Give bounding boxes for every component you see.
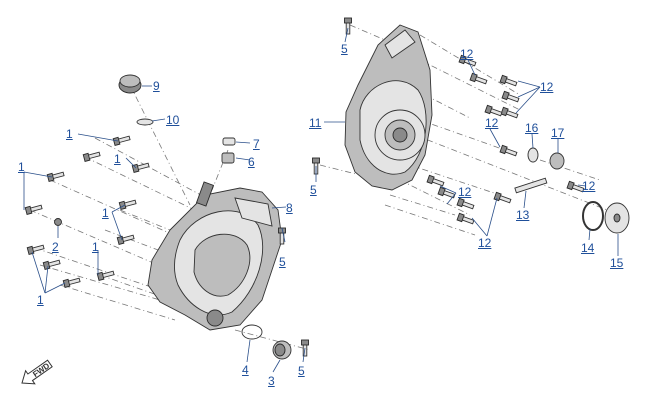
bolt: [26, 244, 45, 255]
callout-12[interactable]: 12: [540, 80, 554, 94]
oil-filler-cap: [118, 74, 142, 94]
callout-1[interactable]: 1: [37, 293, 44, 307]
callout-9[interactable]: 9: [153, 79, 160, 93]
callout-14[interactable]: 14: [581, 241, 595, 255]
callout-12[interactable]: 12: [478, 236, 492, 250]
dowel-pin-7: [222, 137, 236, 146]
callout-12[interactable]: 12: [458, 185, 472, 199]
callout-8[interactable]: 8: [286, 201, 293, 215]
callout-6[interactable]: 6: [248, 155, 255, 169]
ring-14: [582, 201, 604, 231]
bolt: [62, 277, 81, 288]
bolt: [344, 17, 352, 35]
bolt: [501, 90, 520, 103]
bolt: [112, 135, 131, 146]
callout-1[interactable]: 1: [114, 152, 121, 166]
bolt: [116, 234, 135, 245]
callout-5[interactable]: 5: [310, 183, 317, 197]
bolt: [426, 174, 445, 187]
bolt: [566, 180, 585, 193]
assembly-axes: [29, 24, 621, 351]
fwd-direction-arrow: FWD: [21, 359, 53, 385]
bolt: [499, 74, 518, 87]
bushing-6: [221, 152, 235, 164]
callout-1[interactable]: 1: [102, 206, 109, 220]
callout-12[interactable]: 12: [460, 47, 474, 61]
bolt: [469, 72, 488, 85]
bolt: [500, 106, 519, 119]
gasket-4: [241, 324, 263, 340]
callout-2[interactable]: 2: [52, 240, 59, 254]
callout-7[interactable]: 7: [253, 137, 260, 151]
callout-5[interactable]: 5: [298, 364, 305, 378]
callout-15[interactable]: 15: [610, 256, 624, 270]
plug-3: [272, 340, 292, 360]
callout-5[interactable]: 5: [279, 255, 286, 269]
bolt: [458, 54, 477, 67]
washer-2: [54, 218, 62, 226]
leader-lines: [23, 27, 619, 373]
stator-cover: [344, 24, 433, 191]
bolt: [437, 186, 456, 199]
bolt: [42, 259, 61, 270]
bolt: [499, 144, 518, 157]
callout-10[interactable]: 10: [166, 113, 180, 127]
bolt: [456, 212, 475, 225]
bolt: [493, 191, 512, 204]
callout-17[interactable]: 17: [551, 126, 565, 140]
callout-12[interactable]: 12: [582, 179, 596, 193]
callout-5[interactable]: 5: [341, 42, 348, 56]
left-crankcase-cover: [147, 181, 283, 331]
callout-13[interactable]: 13: [516, 208, 530, 222]
bolt: [24, 204, 43, 215]
cap-15: [604, 202, 630, 234]
bolts: [24, 17, 585, 357]
callout-1[interactable]: 1: [92, 240, 99, 254]
gasket-13: [514, 177, 548, 194]
callout-11[interactable]: 11: [309, 116, 322, 130]
callout-1[interactable]: 1: [18, 160, 25, 174]
callout-3[interactable]: 3: [268, 374, 275, 388]
o-ring-10: [136, 118, 154, 126]
bolt: [82, 151, 101, 162]
bolt: [456, 197, 475, 210]
callout-1[interactable]: 1: [66, 127, 73, 141]
bolt: [96, 270, 115, 281]
washer-16: [527, 147, 539, 163]
callout-12[interactable]: 12: [485, 116, 499, 130]
callout-16[interactable]: 16: [525, 121, 539, 135]
bolt: [46, 171, 65, 182]
callout-4[interactable]: 4: [242, 363, 249, 377]
bolt: [118, 199, 137, 210]
plug-17: [549, 152, 565, 170]
bolt: [484, 104, 503, 117]
